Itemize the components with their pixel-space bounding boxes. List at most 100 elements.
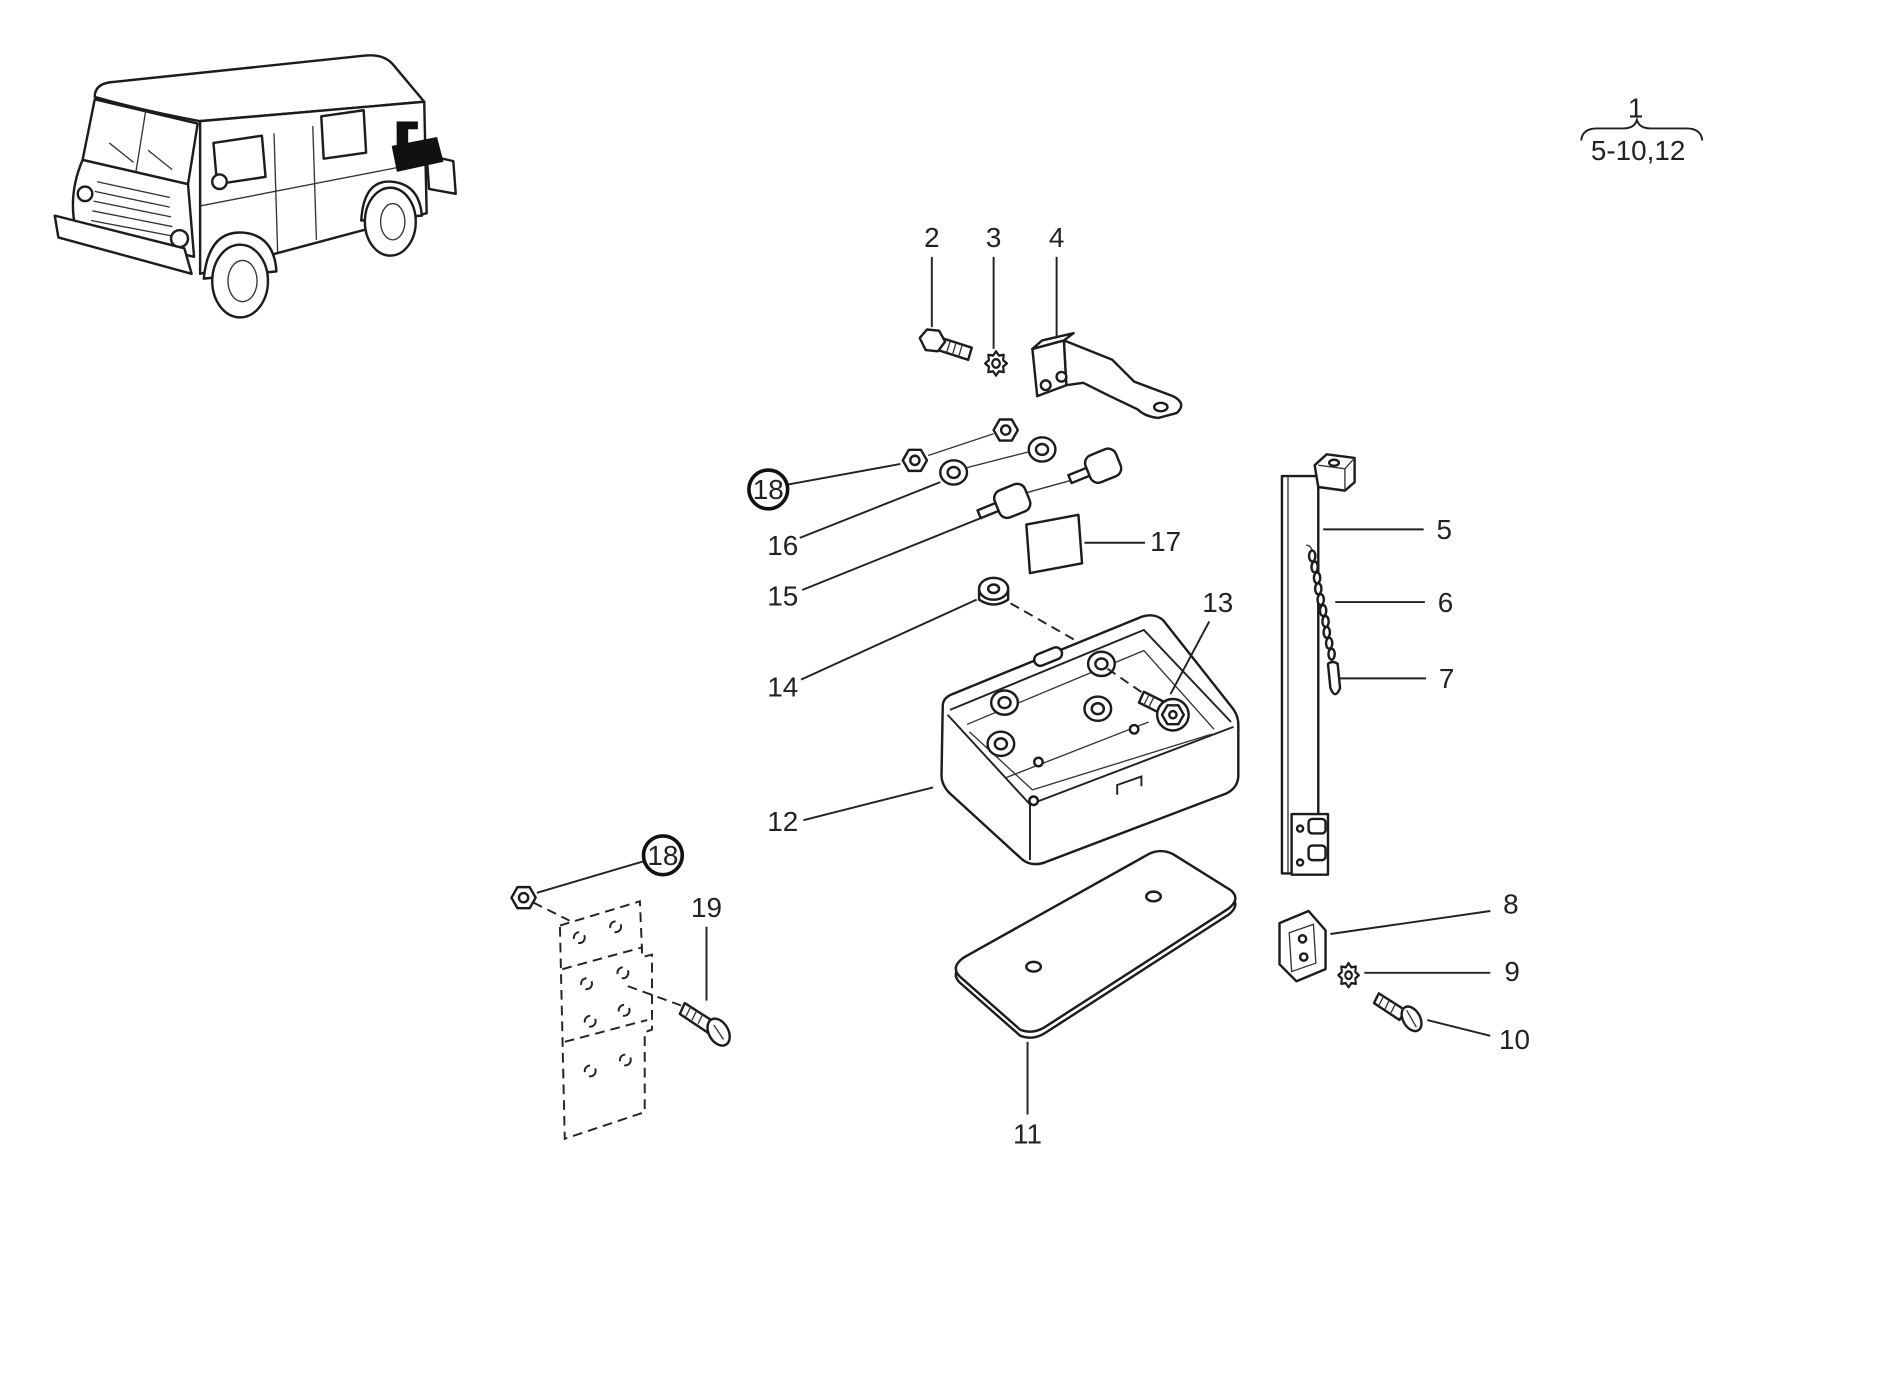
assembly-sub-range: 5-10,12 bbox=[1591, 135, 1686, 166]
plate-hole bbox=[617, 1003, 631, 1017]
leader-line-14 bbox=[800, 598, 978, 681]
plate-hole bbox=[616, 966, 630, 980]
mat-hole bbox=[1145, 890, 1163, 903]
vehicle-grille bbox=[76, 181, 190, 249]
leader-line-12 bbox=[803, 786, 934, 822]
pad bbox=[1025, 513, 1084, 575]
callout-3: 3 bbox=[986, 222, 1001, 253]
wiper bbox=[147, 149, 173, 171]
pin bbox=[1326, 660, 1342, 696]
clip bbox=[1278, 909, 1327, 983]
belt-line bbox=[199, 161, 425, 207]
vehicle-side-window bbox=[212, 134, 267, 186]
washer-part-16 bbox=[939, 436, 1057, 486]
mat-surface bbox=[954, 849, 1237, 1033]
callout-9: 9 bbox=[1504, 956, 1520, 987]
tray-rim bbox=[949, 628, 1232, 723]
plate-hole bbox=[583, 1014, 597, 1028]
nut-part-18 bbox=[992, 418, 1020, 442]
callout-18-lower: 18 bbox=[647, 840, 678, 871]
leader-line-18-lower bbox=[536, 860, 644, 894]
callout-8: 8 bbox=[1503, 888, 1519, 919]
leader-lines bbox=[536, 256, 1491, 1115]
assembly-dashed-line bbox=[1010, 602, 1079, 643]
bracket-hole bbox=[1039, 379, 1052, 392]
tray-floor-edge bbox=[966, 649, 1215, 730]
clip-part-8 bbox=[1278, 909, 1327, 983]
bracket-hole bbox=[1152, 401, 1169, 413]
tray-notch bbox=[1116, 775, 1143, 795]
vehicle-front-bumper bbox=[53, 214, 193, 275]
callout-17: 17 bbox=[1150, 526, 1181, 557]
callout-18-upper: 18 bbox=[753, 474, 784, 505]
plate-hole bbox=[583, 1064, 597, 1078]
callout-labels: 2 3 4 5 6 7 8 9 10 11 12 13 14 15 16 17 … bbox=[641, 222, 1530, 1150]
strap-hinge bbox=[1290, 812, 1330, 876]
battery-tray-part-12 bbox=[940, 614, 1240, 866]
front-wheel bbox=[211, 243, 270, 319]
assembly-dashed-line bbox=[627, 985, 682, 1007]
door-line bbox=[312, 125, 318, 240]
clip-hole bbox=[1297, 934, 1308, 944]
buffer-part-15 bbox=[976, 482, 1032, 520]
washer-part-9 bbox=[1337, 961, 1360, 989]
leader-line-16 bbox=[799, 481, 941, 539]
callout-6: 6 bbox=[1438, 587, 1454, 618]
leader-line-8 bbox=[1330, 910, 1491, 935]
chain-part-6 bbox=[1306, 544, 1336, 661]
rear-bumper bbox=[425, 153, 457, 196]
callout-13: 13 bbox=[1202, 587, 1233, 618]
clip-hole bbox=[1298, 952, 1309, 962]
vehicle-side-window bbox=[320, 109, 368, 160]
plate-outline bbox=[558, 900, 653, 1141]
pin-part-7 bbox=[1326, 660, 1342, 696]
mat-part-11 bbox=[954, 849, 1237, 1039]
callout-4: 4 bbox=[1049, 222, 1064, 253]
leader-line-13 bbox=[1169, 621, 1211, 695]
callout-19: 19 bbox=[691, 892, 722, 923]
bracket-hole bbox=[1055, 370, 1068, 383]
buffer-body bbox=[1083, 447, 1123, 484]
callout-16: 16 bbox=[767, 530, 798, 561]
callout-10: 10 bbox=[1499, 1024, 1530, 1055]
callout-15: 15 bbox=[767, 581, 798, 612]
callout-7: 7 bbox=[1439, 663, 1454, 694]
tray-hole bbox=[1028, 795, 1040, 807]
tray-outline bbox=[940, 614, 1240, 866]
highlighted-location-marker bbox=[391, 121, 444, 172]
callout-14: 14 bbox=[767, 672, 798, 703]
assembly-reference: 1 5-10,12 bbox=[1580, 93, 1704, 166]
plate-hole bbox=[618, 1053, 632, 1067]
headlamp bbox=[76, 185, 94, 203]
nut-part-14 bbox=[977, 576, 1010, 606]
mirror bbox=[211, 173, 228, 191]
leader-line-15 bbox=[801, 513, 990, 591]
assembly-dashed-line bbox=[1106, 667, 1147, 697]
tray-hole bbox=[1032, 756, 1044, 768]
bolt-part-2 bbox=[918, 328, 974, 362]
tray-boss bbox=[1086, 650, 1116, 678]
assembly-dashed-line bbox=[532, 901, 571, 922]
leader-line-10 bbox=[1427, 1019, 1491, 1037]
bolt-part-13 bbox=[1137, 690, 1190, 732]
buffer-body bbox=[992, 482, 1032, 520]
tray-hole bbox=[1128, 723, 1140, 735]
rear-wheel bbox=[363, 186, 417, 257]
pad-part-17 bbox=[1025, 513, 1084, 575]
vehicle-illustration bbox=[53, 54, 457, 319]
buffer-part-15 bbox=[1067, 447, 1123, 485]
callout-18-lower-circle bbox=[641, 834, 685, 877]
plate-hole bbox=[572, 931, 586, 945]
strap-hole bbox=[1327, 458, 1341, 468]
assembly-number: 1 bbox=[1628, 93, 1644, 124]
tray-boss bbox=[986, 730, 1016, 758]
door-line bbox=[273, 133, 279, 252]
plate-hole bbox=[580, 977, 593, 991]
bolt-head bbox=[918, 328, 947, 353]
wiper bbox=[108, 142, 134, 163]
callout-11: 11 bbox=[1013, 1119, 1042, 1150]
callout-12: 12 bbox=[767, 806, 798, 837]
nut-part-18 bbox=[510, 885, 537, 910]
plate-hole bbox=[609, 920, 623, 934]
